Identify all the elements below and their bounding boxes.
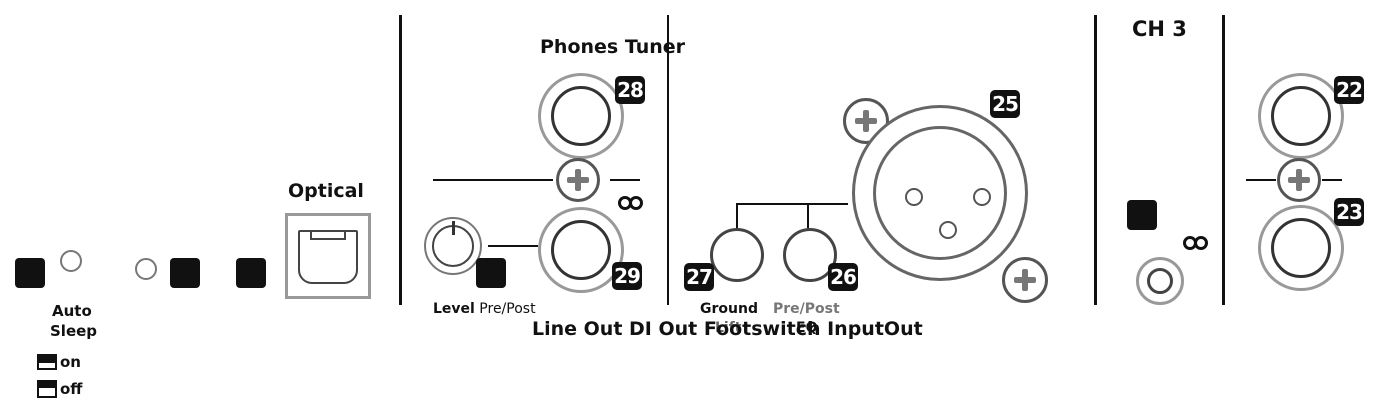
- phones-tuner-title: Phones Tuner: [540, 36, 686, 58]
- switch-on-icon: [37, 354, 57, 370]
- right-line-left: [1246, 179, 1276, 181]
- eq-label: EQ: [796, 320, 818, 336]
- optical-label: Optical: [288, 180, 364, 202]
- optical-port[interactable]: [285, 213, 371, 299]
- jack-29[interactable]: [538, 207, 624, 293]
- ch3-small-jack[interactable]: [1136, 257, 1184, 305]
- auto-sleep-button[interactable]: [15, 258, 45, 288]
- jack-28[interactable]: [538, 73, 624, 159]
- off-label: off: [60, 380, 83, 398]
- mode-button[interactable]: [170, 258, 200, 288]
- ch3-button[interactable]: [1127, 200, 1157, 230]
- right-line-right: [1322, 179, 1342, 181]
- screw-phones: [556, 158, 600, 202]
- optical-port-inner: [298, 230, 358, 284]
- sleep-label: Sleep: [50, 322, 98, 340]
- link-icon-left: [618, 196, 652, 212]
- bracket-left: [736, 203, 738, 229]
- divider-4: [1222, 15, 1225, 305]
- bracket-top: [736, 203, 848, 205]
- badge-26: 26: [828, 263, 858, 291]
- bottom-row-label: Line Out DI Out Footswitch InputOut: [532, 318, 923, 340]
- pre-post-right-label: Pre/Post: [773, 301, 840, 317]
- ground-label: Ground: [700, 301, 758, 317]
- link-icon-right: [1183, 236, 1217, 252]
- ground-lift-switch[interactable]: [710, 228, 764, 282]
- lift-label: Lift: [715, 320, 742, 336]
- badge-27: 27: [684, 263, 714, 291]
- badge-29: 29: [612, 262, 642, 290]
- level-knob[interactable]: [424, 217, 482, 275]
- screw-right: [1277, 158, 1321, 202]
- divider-1: [399, 15, 402, 305]
- xlr-jack-25[interactable]: [852, 105, 1028, 281]
- jack-23[interactable]: [1258, 205, 1344, 291]
- screw-xlr-bottom: [1002, 257, 1048, 303]
- knob-line: [488, 245, 538, 247]
- auto-sleep-led: [60, 250, 82, 272]
- jack-22[interactable]: [1258, 73, 1344, 159]
- level-label: Level Pre/Post: [433, 301, 536, 317]
- auto-label: Auto: [52, 302, 92, 320]
- optical-button[interactable]: [236, 258, 266, 288]
- badge-25: 25: [990, 90, 1020, 118]
- divider-2: [667, 15, 669, 305]
- status-led: [135, 258, 157, 280]
- badge-23: 23: [1334, 198, 1364, 226]
- on-label: on: [60, 353, 81, 371]
- phones-line-left: [433, 179, 553, 181]
- pre-post-left-text: Pre/Post: [479, 301, 536, 317]
- ch3-label: CH 3: [1132, 17, 1187, 41]
- level-text: Level: [433, 301, 475, 317]
- badge-28: 28: [615, 76, 645, 104]
- pre-post-button-left[interactable]: [476, 258, 506, 288]
- phones-line-right: [610, 179, 640, 181]
- bracket-mid: [807, 203, 809, 229]
- switch-off-icon: [37, 380, 57, 398]
- badge-22: 22: [1334, 76, 1364, 104]
- divider-3: [1094, 15, 1097, 305]
